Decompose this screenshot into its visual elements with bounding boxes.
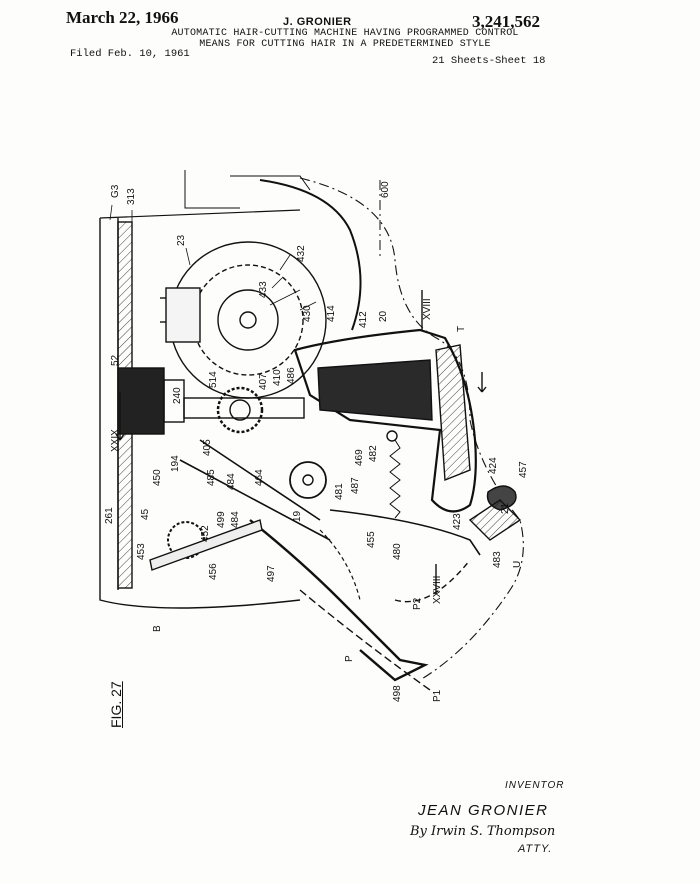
label-424: 424 bbox=[488, 457, 499, 474]
figure-label: FIG. 27 bbox=[108, 681, 124, 728]
label-21: 21 bbox=[500, 502, 511, 514]
label-432: 432 bbox=[296, 245, 307, 262]
label-497: 497 bbox=[266, 565, 277, 582]
label-b: B bbox=[152, 625, 163, 632]
bevel-gear bbox=[216, 386, 264, 434]
motor-block bbox=[165, 287, 201, 343]
drive-wheel bbox=[289, 461, 327, 499]
label-g3: G3 bbox=[110, 184, 121, 198]
patent-date: March 22, 1966 bbox=[66, 8, 179, 27]
label-433: 433 bbox=[258, 281, 269, 298]
attorney-signature: By Irwin S. Thompson bbox=[410, 824, 556, 839]
label-455: 455 bbox=[366, 531, 377, 548]
label-457: 457 bbox=[518, 461, 529, 478]
label-p1: P1 bbox=[432, 689, 443, 702]
label-p2: P2 bbox=[412, 597, 423, 610]
label-483: 483 bbox=[492, 551, 503, 568]
label-412: 412 bbox=[358, 311, 369, 328]
label-450: 450 bbox=[152, 469, 163, 486]
label-xxviii: XXVIII bbox=[432, 576, 443, 604]
label-464: 464 bbox=[254, 469, 265, 486]
label-498: 498 bbox=[392, 685, 403, 702]
label-52: 52 bbox=[110, 354, 121, 366]
hair-contour-line bbox=[299, 177, 524, 681]
title-line-1: AUTOMATIC HAIR-CUTTING MACHINE HAVING PR… bbox=[171, 28, 519, 39]
label-499: 499 bbox=[216, 511, 227, 528]
label-20: 20 bbox=[378, 310, 389, 322]
inventor-label: INVENTOR bbox=[505, 780, 565, 791]
sheet-count: 21 Sheets-Sheet 18 bbox=[432, 55, 546, 67]
label-u: U bbox=[512, 561, 523, 568]
label-486: 486 bbox=[286, 367, 297, 384]
patent-title: AUTOMATIC HAIR-CUTTING MACHINE HAVING PR… bbox=[130, 28, 560, 50]
head-core bbox=[317, 359, 433, 421]
label-514: 514 bbox=[208, 371, 219, 388]
atty-label: ATTY. bbox=[518, 843, 553, 855]
lever-arm bbox=[249, 519, 429, 682]
label-456: 456 bbox=[208, 563, 219, 580]
section-arrow-xxix-right bbox=[477, 372, 487, 393]
label-423: 423 bbox=[452, 513, 463, 530]
label-453: 453 bbox=[136, 543, 147, 560]
filed-date: Filed Feb. 10, 1961 bbox=[70, 48, 190, 60]
label-482: 482 bbox=[368, 445, 379, 462]
label-487: 487 bbox=[350, 477, 361, 494]
label-xxix-left: XXIX bbox=[110, 429, 121, 452]
label-481: 481 bbox=[334, 483, 345, 500]
label-240: 240 bbox=[172, 387, 183, 404]
label-480: 480 bbox=[392, 543, 403, 560]
label-484b: 484 bbox=[230, 511, 241, 528]
label-19: 19 bbox=[292, 510, 303, 522]
title-line-2: MEANS FOR CUTTING HAIR IN A PREDETERMINE… bbox=[199, 39, 491, 50]
section-arrow-xxix-left bbox=[115, 392, 125, 441]
label-261: 261 bbox=[104, 507, 115, 524]
label-452: 452 bbox=[200, 525, 211, 542]
label-407: 407 bbox=[258, 373, 269, 390]
label-414: 414 bbox=[326, 305, 337, 322]
label-469: 469 bbox=[354, 449, 365, 466]
inventor-header: J. GRONIER bbox=[283, 16, 352, 28]
label-23: 23 bbox=[176, 234, 187, 246]
label-600: 600 bbox=[380, 181, 391, 198]
label-45: 45 bbox=[140, 508, 151, 520]
label-485: 485 bbox=[206, 469, 217, 486]
base-wall bbox=[99, 218, 301, 609]
label-t: T bbox=[456, 326, 467, 332]
label-405: 405 bbox=[202, 439, 213, 456]
label-430: 430 bbox=[302, 305, 313, 322]
cylinder-unit bbox=[117, 367, 165, 435]
cutting-head-housing bbox=[293, 328, 477, 513]
label-484: 484 bbox=[226, 473, 237, 490]
label-410: 410 bbox=[272, 369, 283, 386]
patent-number: 3,241,562 bbox=[472, 12, 540, 31]
inventor-signature-name: JEAN GRONIER bbox=[418, 802, 549, 819]
label-313: 313 bbox=[126, 188, 137, 205]
label-p: P bbox=[344, 655, 355, 662]
label-xviii: XVIII bbox=[422, 298, 433, 320]
spring bbox=[389, 439, 401, 519]
label-194: 194 bbox=[170, 455, 181, 472]
